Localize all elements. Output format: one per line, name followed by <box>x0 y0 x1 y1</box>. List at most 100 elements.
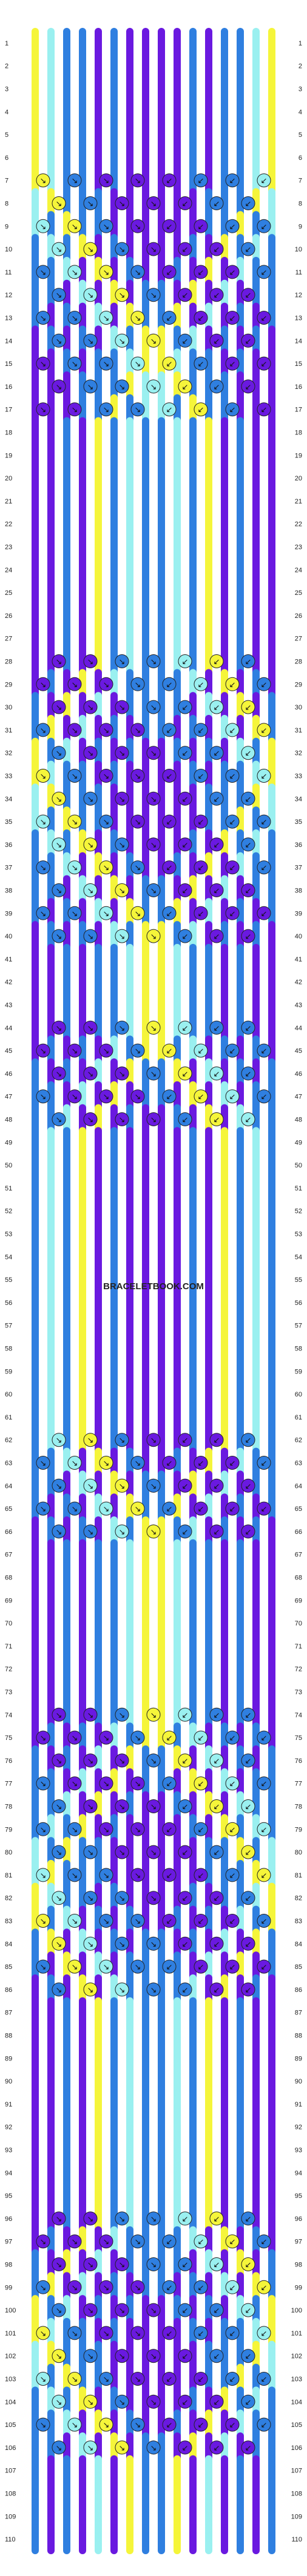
arrow-down-right-icon: ↘ <box>150 749 157 759</box>
knot-circle <box>67 356 82 371</box>
knot: ↙ <box>178 1845 192 1859</box>
arrow-down-right-icon: ↘ <box>103 2283 110 2292</box>
arrow-down-left-icon: ↙ <box>245 2261 252 2270</box>
arrow-down-right-icon: ↘ <box>103 909 110 918</box>
knot-circle <box>178 288 192 302</box>
knot-circle <box>52 1066 66 1081</box>
row-number: 2 <box>299 63 302 70</box>
row-number: 93 <box>295 2147 302 2154</box>
knot-circle <box>36 311 50 325</box>
knot-circle <box>130 723 145 737</box>
row-number: 95 <box>295 2193 302 2200</box>
knot: ↙ <box>194 2326 208 2340</box>
knot: ↙ <box>209 1936 224 1951</box>
knot-circle <box>225 1959 240 1974</box>
row-number: 43 <box>5 1002 12 1009</box>
knot-circle <box>178 1982 192 1997</box>
knot: ↙ <box>162 2234 177 2249</box>
knot: ↙ <box>241 1112 255 1126</box>
knot-circle <box>257 1822 271 1836</box>
knot-circle <box>115 1478 129 1493</box>
arrow-down-right-icon: ↘ <box>56 383 62 392</box>
arrow-down-left-icon: ↙ <box>261 2421 268 2430</box>
knot: ↘ <box>83 929 98 943</box>
knot-circle <box>67 1822 82 1836</box>
row-number: 77 <box>5 1781 12 1788</box>
arrow-down-right-icon: ↘ <box>87 291 94 300</box>
row-number: 42 <box>295 979 302 986</box>
row-number: 12 <box>295 292 302 299</box>
knot: ↘ <box>36 2280 50 2294</box>
row-number: 86 <box>5 1987 12 1994</box>
knot-circle <box>225 402 240 417</box>
knot: ↙ <box>241 929 255 943</box>
knot-circle <box>257 1776 271 1791</box>
knot: ↙ <box>178 1891 192 1905</box>
knot-circle <box>194 311 208 325</box>
knot-circle <box>241 1799 255 1813</box>
arrow-down-right-icon: ↘ <box>87 1436 94 1446</box>
knot: ↙ <box>209 1799 224 1813</box>
knot-circle <box>99 860 113 875</box>
knot-circle <box>194 1822 208 1836</box>
arrow-down-left-icon: ↙ <box>198 772 204 782</box>
knot: ↙ <box>162 265 177 279</box>
knot: ↙ <box>178 1524 192 1539</box>
knot: ↘ <box>83 2257 98 2271</box>
arrow-down-left-icon: ↙ <box>261 2375 268 2385</box>
knot: ↘ <box>52 242 66 256</box>
knot-circle <box>209 929 224 943</box>
knot-circle <box>83 1707 98 1722</box>
arrow-down-left-icon: ↙ <box>182 1070 189 1079</box>
knot-circle <box>83 1982 98 1997</box>
knot: ↘ <box>130 1914 145 1928</box>
arrow-down-right-icon: ↘ <box>87 887 94 896</box>
arrow-down-right-icon: ↘ <box>103 360 110 369</box>
arrow-down-right-icon: ↘ <box>40 680 47 689</box>
knot: ↙ <box>241 2211 255 2226</box>
row-number: 20 <box>295 475 302 482</box>
row-number: 54 <box>5 1253 12 1261</box>
row-number: 78 <box>5 1804 12 1811</box>
knot: ↙ <box>178 2257 192 2271</box>
knot: ↘ <box>146 1753 161 1768</box>
knot: ↙ <box>257 311 271 325</box>
row-number: 17 <box>295 407 302 414</box>
knot: ↘ <box>36 1868 50 1882</box>
arrow-down-left-icon: ↙ <box>198 909 204 918</box>
arrow-down-left-icon: ↙ <box>166 1780 173 1789</box>
arrow-down-left-icon: ↙ <box>182 2352 189 2362</box>
knot: ↘ <box>99 677 113 691</box>
arrow-down-left-icon: ↙ <box>182 383 189 392</box>
knot: ↙ <box>194 173 208 188</box>
knot: ↙ <box>225 2280 240 2294</box>
arrow-down-right-icon: ↘ <box>40 1505 47 1514</box>
knot-circle <box>115 333 129 348</box>
knot: ↘ <box>52 700 66 714</box>
arrow-down-left-icon: ↙ <box>166 406 173 415</box>
arrow-down-left-icon: ↙ <box>166 2375 173 2385</box>
knot: ↘ <box>146 1982 161 1997</box>
arrow-down-right-icon: ↘ <box>119 1757 126 1766</box>
knot: ↙ <box>225 219 240 233</box>
knot: ↘ <box>67 1089 82 1104</box>
arrow-down-left-icon: ↙ <box>214 841 220 850</box>
knot-circle <box>194 2234 208 2249</box>
arrow-down-right-icon: ↘ <box>56 1024 62 1033</box>
knot-circle <box>115 746 129 760</box>
arrow-down-right-icon: ↘ <box>103 1871 110 1881</box>
knot-circle <box>67 402 82 417</box>
knot: ↙ <box>162 1456 177 1470</box>
knot: ↙ <box>162 2280 177 2294</box>
arrow-down-right-icon: ↘ <box>103 1963 110 1972</box>
arrow-down-right-icon: ↘ <box>87 245 94 254</box>
arrow-down-right-icon: ↘ <box>87 2261 94 2270</box>
knot-circle <box>115 1936 129 1951</box>
knot: ↙ <box>209 1707 224 1722</box>
arrow-down-left-icon: ↙ <box>166 1963 173 1972</box>
arrow-down-left-icon: ↙ <box>229 1780 236 1789</box>
row-number: 76 <box>295 1758 302 1765</box>
knot: ↘ <box>52 929 66 943</box>
knot-circle <box>194 219 208 233</box>
knot-circle <box>225 1501 240 1516</box>
